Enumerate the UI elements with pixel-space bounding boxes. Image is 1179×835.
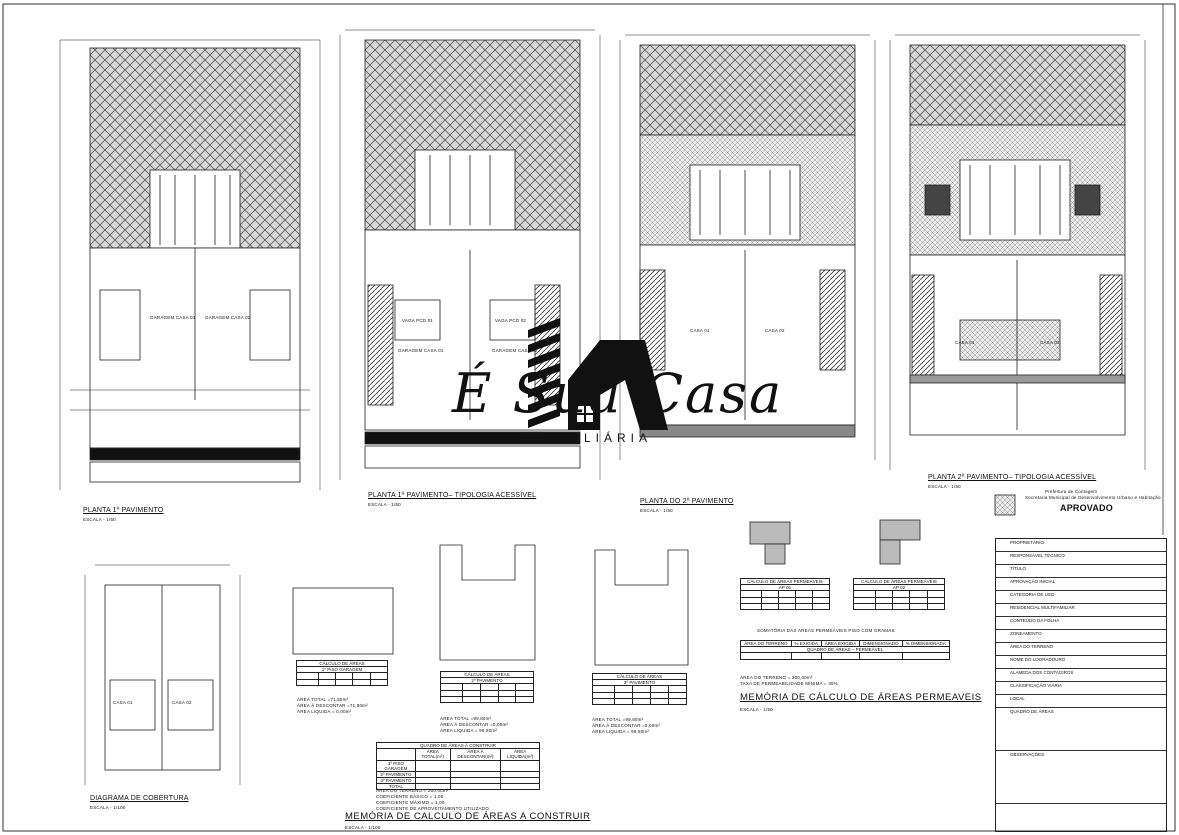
plan-4-label: CASA 02 [1040,340,1060,345]
area-note: ÁREA À DESCONTAR =71,80m² [297,703,368,708]
tb-row: QUADRO DE ÁREAS [996,708,1166,751]
area-note: ÁREA TOTAL =71,80m² [297,697,349,702]
roof-label: CASA 01 [113,700,133,705]
plan-1-scale: ESCALA - 1/50 [83,517,116,522]
quadro-note: COEFICIENTE MÁXIMO = 1,00 [376,800,445,805]
area-table-2: CÁLCULO DE ÁREAS 2º PAVIMENTO [439,670,534,703]
roof-title: DIAGRAMA DE COBERTURA [90,795,189,802]
plan-1-title: PLANTA 1º PAVIMENTO [83,507,164,514]
plan-3-label: CASA 02 [765,328,785,333]
tb-row: RESPONSÁVEL TÉCNICO [996,552,1166,565]
tb-row: ZONEAMENTO [996,630,1166,643]
plan-2-label: GARAGEM CASA 01 [398,348,444,353]
plan-2-scale: ESCALA - 1/50 [368,502,401,507]
plan-2-title: PLANTA 1º PAVIMENTO– TIPOLOGIA ACESSÍVEL [368,492,537,499]
plan-3-scale: ESCALA - 1/50 [640,508,673,513]
plan-3-title: PLANTA DO 2º PAVIMENTO [640,498,734,505]
table-title: CÁLCULO DE ÁREAS [592,672,687,681]
plan-1-floor [59,39,321,490]
area-diagrams [292,494,1016,666]
tb-row: ÁREA DO TERRENO [996,643,1166,656]
tb-row: LOCAL [996,695,1166,708]
quadro-memo-scale: ESCALA - 1/100 [345,825,381,830]
tb-row: CONTEÚDO DA FOLHA [996,617,1166,630]
plan-3-floor [619,34,876,460]
table-title: QUADRO DE ÁREAS À CONSTRUIR [376,741,540,750]
permeable-memo: MEMÓRIA DE CÁLCULO DE ÁREAS PERMEAVEIS [740,692,982,703]
stamp-status: APROVADO [1060,503,1113,513]
roof-diagram [84,564,241,785]
area-note: ÁREA TOTAL =99,80m² [440,716,492,721]
tb-row: OBSERVAÇÕES [996,751,1166,804]
quadro-memo: MEMÓRIA DE CALCULO DE ÁREAS A CONSTRUIR [345,811,591,822]
logo-name: É Sua Casa [452,362,784,425]
plan-4-scale: ESCALA - 1/50 [928,484,961,489]
plan-3-label: CASA 01 [690,328,710,333]
area-table-1: CÁLCULO DE ÁREAS 1º PISO GARAGEM [296,659,389,686]
quadro-table: QUADRO DE ÁREAS À CONSTRUIR ÁREA TOTAL(m… [376,741,540,791]
tb-row: TÍTULO [996,565,1166,578]
table-title: CÁLCULO DE ÁREAS [440,670,534,679]
area-note: ÁREA LIQUIDA = 99,80m² [440,728,498,733]
tb-row: CLASSIFICAÇÃO VIÁRIA [996,682,1166,695]
stamp-line2: Secretaria Municipal de Desenvolvimento … [1025,495,1161,500]
table-subtitle: 2º PAVIMENTO [440,677,534,685]
permeable-table-1: CÁLCULO DE ÁREAS PERMEÁVEIS AP 01 [739,577,830,610]
table-subtitle: 1º PISO GARAGEM [296,666,388,674]
title-block: PROPRIETÁRIO RESPONSÁVEL TÉCNICO TÍTULO … [995,538,1167,832]
roof-label: CASA 02 [172,700,192,705]
area-note: ÁREA À DESCONTAR =0,00m² [440,722,509,727]
tb-row: ALAMEDA DOS CONTAGIROS [996,669,1166,682]
plan-2-label: VAGA PCD 01 [402,318,434,323]
table-title: CÁLCULO DE ÁREAS [296,659,388,668]
area-note: ÁREA LIQUIDA = 0,00m² [297,709,352,714]
plan-2-label: GARAGEM CASA 02 [492,348,538,353]
tb-row: CATEGORIA DE USO [996,591,1166,604]
area-note: ÁREA LIQUIDA = 99,80m² [592,729,650,734]
plan-4-floor [889,34,1146,470]
permeable-table-2: CÁLCULO DE ÁREAS PERMEÁVEIS AP 02 [853,577,946,610]
roof-scale: ESCALA - 1/100 [90,805,126,810]
plan-4-title: PLANTA 2º PAVIMENTO– TIPOLOGIA ACESSÍVEL [928,474,1097,481]
area-table-3: CÁLCULO DE ÁREAS 3º PAVIMENTO [591,672,687,705]
permeable-note: TAXA DE PERMEABILIDADE MÍNIMA = 30% [740,681,838,686]
table-subtitle: 3º PAVIMENTO [592,679,687,687]
area-note: ÁREA À DESCONTAR =0,00m² [592,723,661,728]
area-note: ÁREA TOTAL =99,80m² [592,717,644,722]
stamp-line1: Prefeitura de Contagem [1045,489,1098,494]
plan-1-label: GARAGEM CASA 01 [150,315,196,320]
tb-row: RESIDENCIAL MULTIFAMILIAR [996,604,1166,617]
permeable-memo-scale: ESCALA - 1/50 [740,707,773,712]
sheet-border [2,3,1176,832]
plan-1-label: GARAGEM CASA 02 [205,315,251,320]
plan-4-label: CASA 01 [955,340,975,345]
tb-row: PROPRIETÁRIO [996,539,1166,552]
tb-row: APROVAÇÃO INICIAL [996,578,1166,591]
quadro-note: COEFICIENTE BÁSICO = 1,00 [376,794,444,799]
quadro-note: ÁREA DO TERRENO = 200,00m² [376,788,449,793]
permeable-sum: SOMATÓRIA DAS ÁREAS PERMEÁVEIS PISO COM … [757,628,895,633]
tb-row: NOME DO LOGRADOURO [996,656,1166,669]
plan-2-label: VAGA PCD 02 [495,318,527,323]
permeable-note: ÁREA DO TERRENO = 200,00m² [740,675,813,680]
quadro-note: COEFICIENTE DE APROVEITAMENTO UTILIZADO [376,806,489,811]
logo-tagline: IMOBILIÁRIA [525,431,653,445]
